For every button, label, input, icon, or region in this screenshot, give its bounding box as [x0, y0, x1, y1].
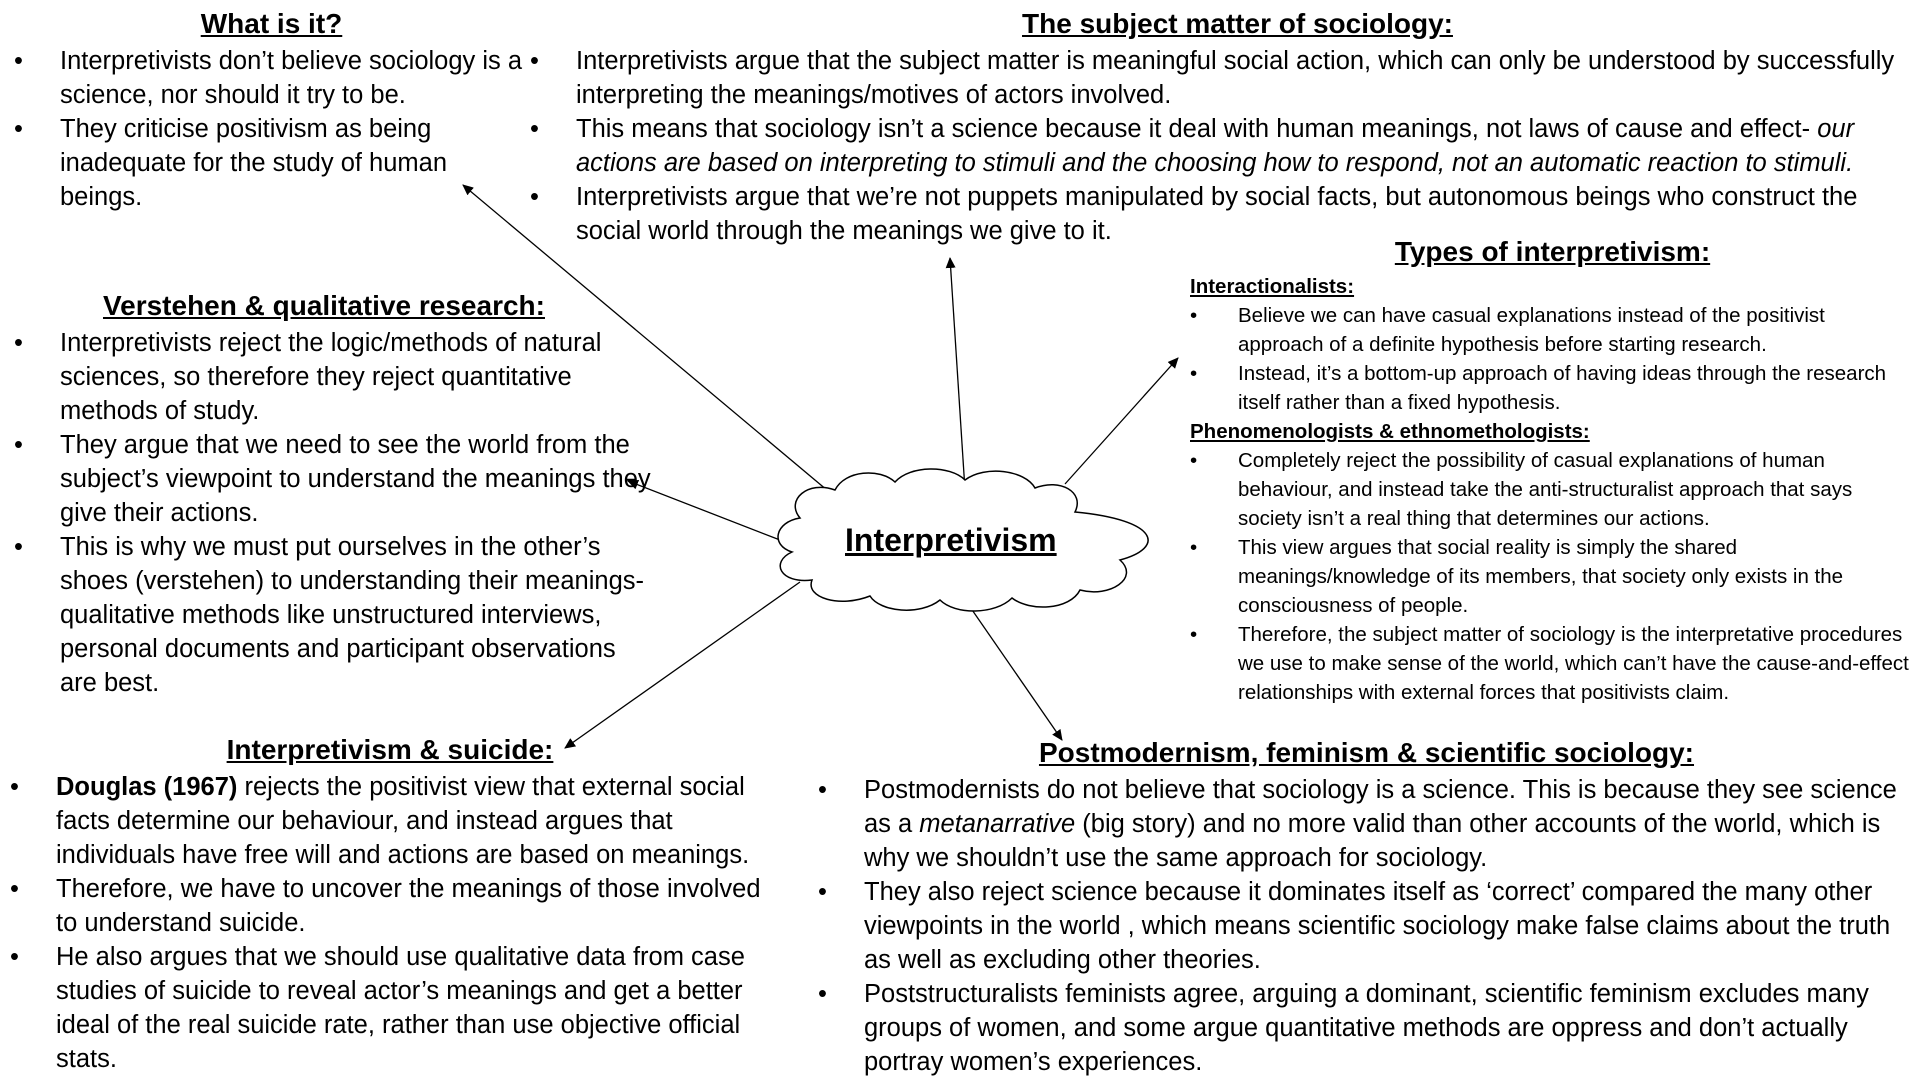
suicide-bullet: Therefore, we have to uncover the meanin…: [10, 872, 770, 940]
subject-matter-title: The subject matter of sociology:: [1022, 8, 1453, 39]
what-is-it-section: What is it? Interpretivists don’t believ…: [14, 8, 534, 214]
subject-matter-bullet: Interpretivists argue that we’re not pup…: [530, 180, 1915, 248]
types-title: Types of interpretivism:: [1394, 236, 1711, 267]
phenomenologists-bullet: Therefore, the subject matter of sociolo…: [1190, 620, 1915, 707]
suicide-section: Interpretivism & suicide: Douglas (1967)…: [10, 734, 770, 1076]
types-section: Types of interpretivism: Interactionalis…: [1190, 236, 1915, 707]
what-is-it-bullet: Interpretivists don’t believe sociology …: [14, 44, 534, 112]
suicide-title: Interpretivism & suicide:: [226, 734, 554, 765]
verstehen-section: Verstehen & qualitative research: Interp…: [14, 290, 654, 700]
postmodernism-bullet: They also reject science because it domi…: [818, 875, 1915, 977]
subject-matter-section: The subject matter of sociology: Interpr…: [530, 8, 1915, 248]
phenomenologists-bullet: This view argues that social reality is …: [1190, 533, 1915, 620]
suicide-bullet: Douglas (1967) rejects the positivist vi…: [10, 770, 770, 872]
interactionalists-bullet: Believe we can have casual explanations …: [1190, 301, 1915, 359]
verstehen-bullet: They argue that we need to see the world…: [14, 428, 654, 530]
center-cloud: [777, 468, 1149, 612]
suicide-bullet: He also argues that we should use qualit…: [10, 940, 770, 1076]
interactionalists-bullet: Instead, it’s a bottom-up approach of ha…: [1190, 359, 1915, 417]
postmodernism-bullet: Postmodernists do not believe that socio…: [818, 773, 1915, 875]
phenomenologists-bullet: Completely reject the possibility of cas…: [1190, 446, 1915, 533]
arrow-to-types: [1064, 357, 1179, 485]
subject-matter-bullet: Interpretivists argue that the subject m…: [530, 44, 1915, 112]
douglas-citation: Douglas (1967): [56, 773, 238, 801]
arrow-to-subject-matter: [945, 257, 966, 491]
metanarrative-term: metanarrative: [919, 810, 1076, 838]
arrow-to-postmodernism: [967, 603, 1063, 741]
postmodernism-bullet: Poststructuralists feminists agree, argu…: [818, 977, 1915, 1079]
verstehen-bullet: Interpretivists reject the logic/methods…: [14, 326, 654, 428]
postmodernism-section: Postmodernism, feminism & scientific soc…: [818, 737, 1915, 1079]
verstehen-bullet: This is why we must put ourselves in the…: [14, 530, 654, 700]
what-is-it-title: What is it?: [200, 8, 343, 39]
interactionalists-label: Interactionalists:: [1190, 275, 1355, 298]
phenomenologists-label: Phenomenologists & ethnomethologists:: [1190, 420, 1590, 443]
center-label: Interpretivism: [845, 522, 1057, 558]
verstehen-title: Verstehen & qualitative research:: [103, 290, 545, 321]
subject-matter-bullet: This means that sociology isn’t a scienc…: [530, 112, 1915, 180]
arrow-to-suicide: [564, 581, 801, 749]
what-is-it-bullet: They criticise positivism as being inade…: [14, 112, 534, 214]
postmodernism-title: Postmodernism, feminism & scientific soc…: [1038, 737, 1695, 768]
subject-matter-italic: our actions are based on interpreting to…: [576, 115, 1855, 177]
